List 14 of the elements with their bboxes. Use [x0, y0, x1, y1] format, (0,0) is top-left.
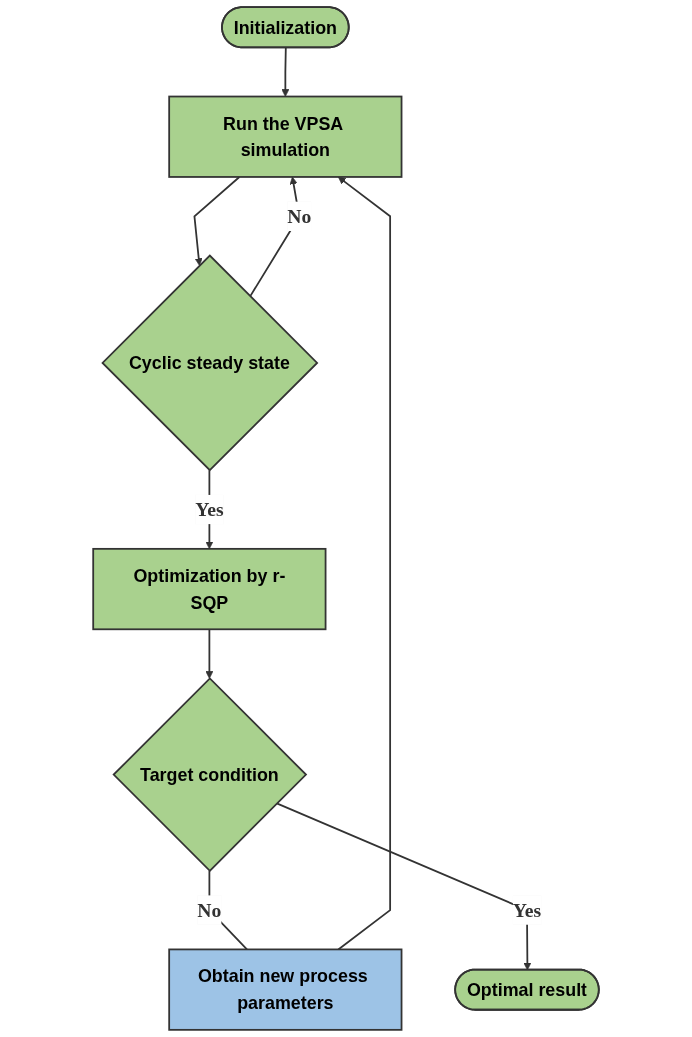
node-diamond: Cyclic steady state: [101, 254, 319, 472]
node-diamond: Target condition: [112, 677, 308, 873]
arrow: [205, 628, 214, 679]
edge-label: Yes: [195, 498, 224, 521]
arrow: [193, 176, 241, 266]
arrow: [275, 802, 532, 971]
edge-label: No: [287, 205, 312, 228]
arrow: [337, 176, 392, 951]
node-box: Run the VPSA simulation: [168, 95, 403, 178]
node-box: Optimization by r-SQP: [92, 547, 327, 631]
arrow: [281, 46, 290, 97]
node-box: Obtain new process parameters: [168, 948, 403, 1031]
edge-label: Yes: [512, 898, 542, 922]
edge-label: No: [197, 898, 222, 922]
